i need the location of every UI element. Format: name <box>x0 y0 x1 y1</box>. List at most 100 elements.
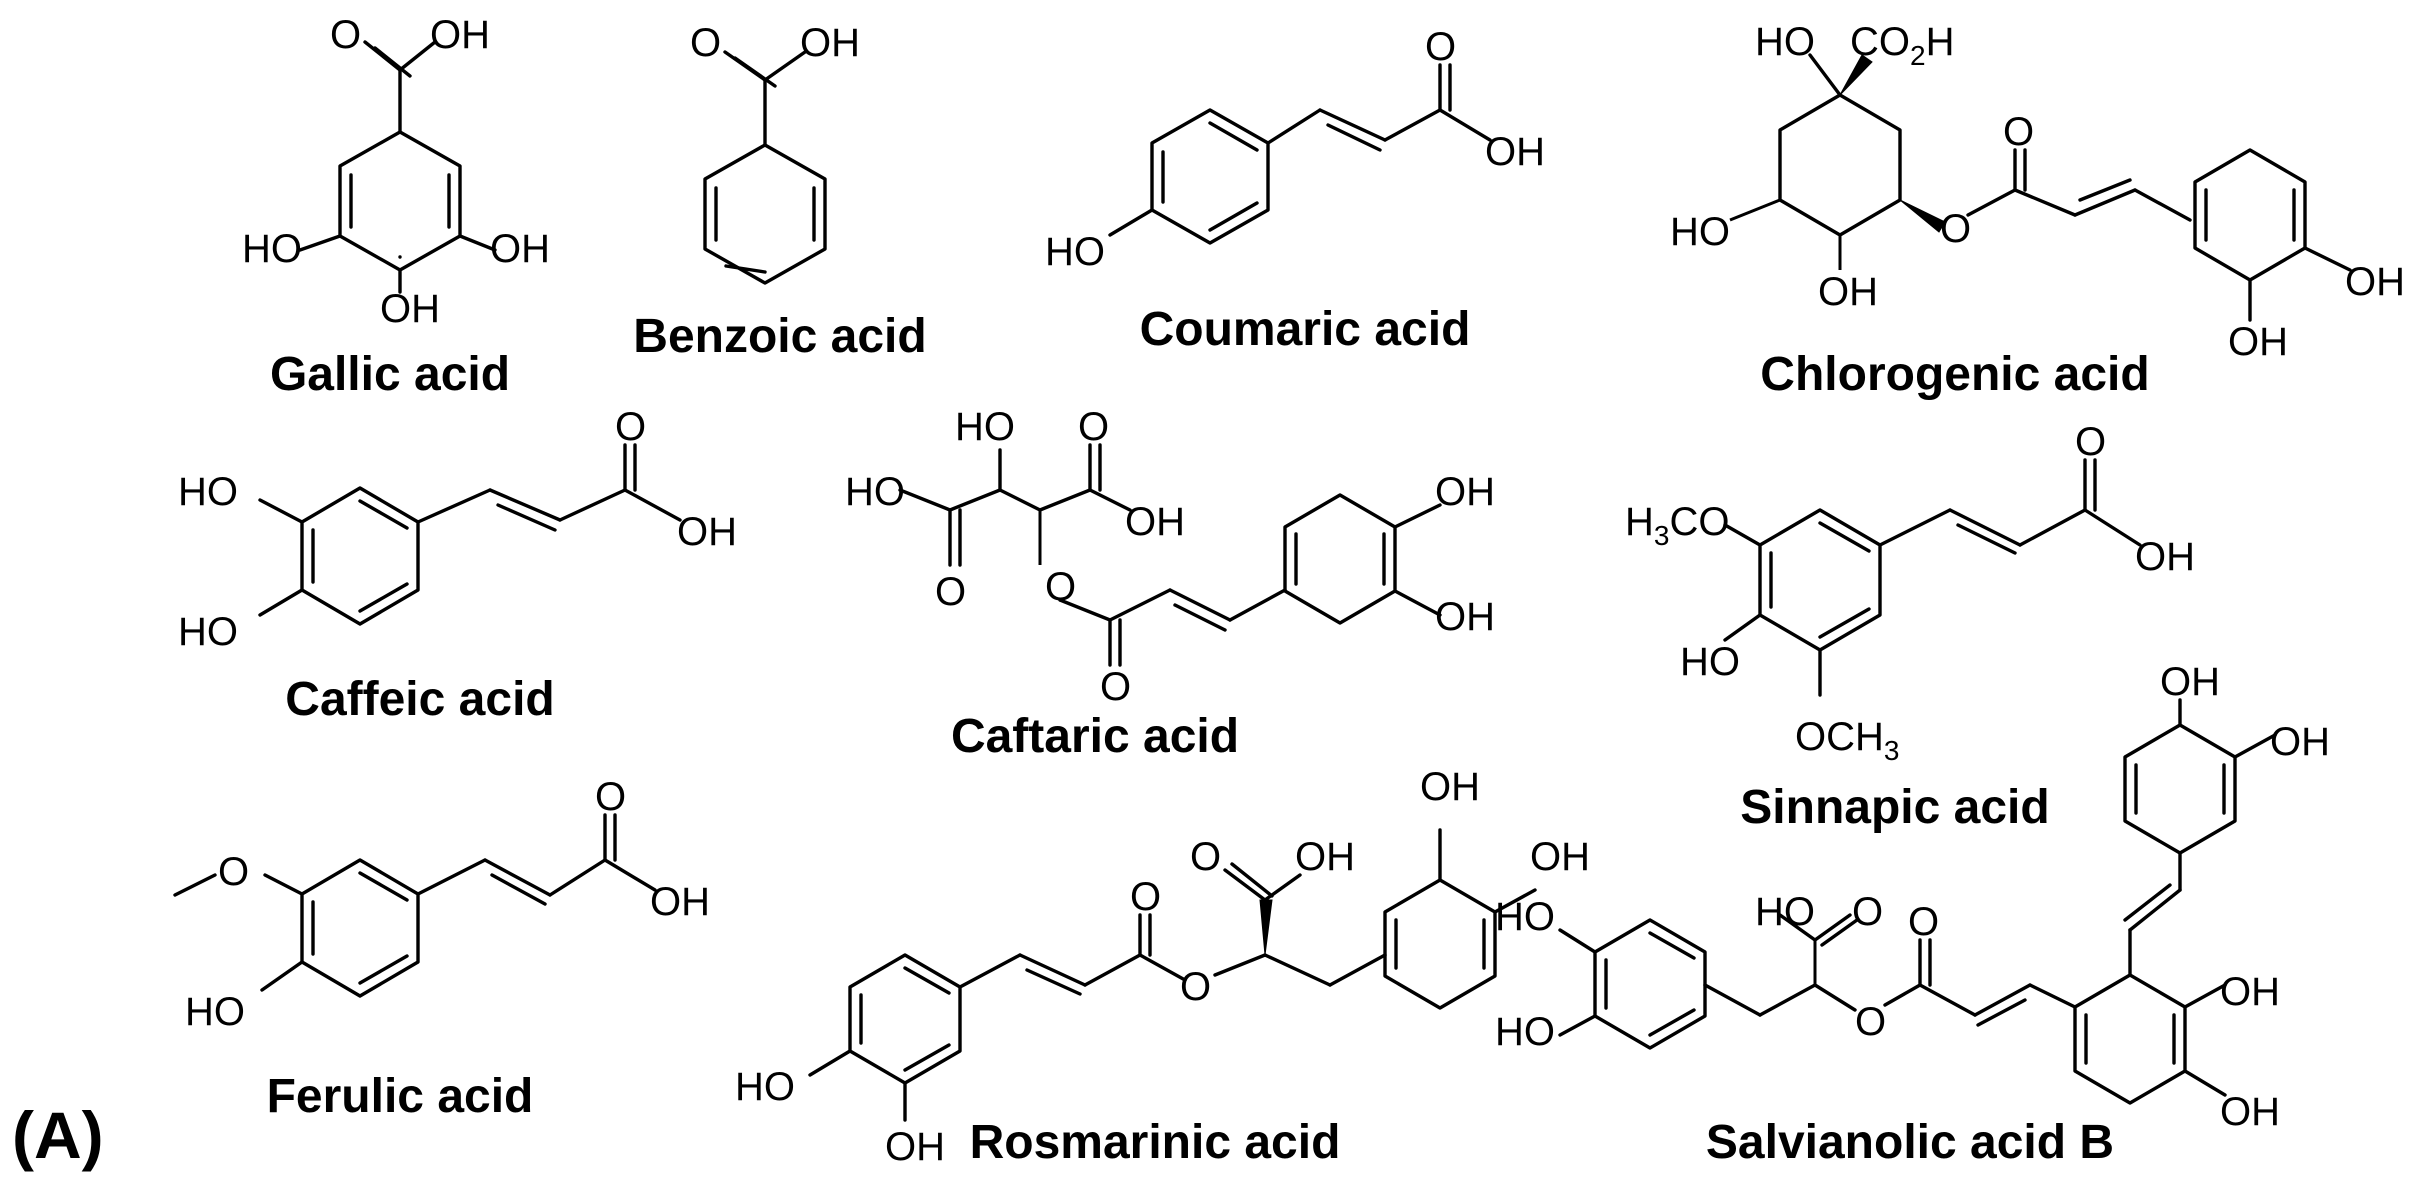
atom-label: H3CO <box>1625 500 1729 551</box>
bond-line <box>260 960 304 992</box>
bond-line <box>1038 488 1092 512</box>
atom-label: O <box>2075 420 2106 464</box>
compound-name-caftaric-acid: Caftaric acid <box>951 710 1239 763</box>
bond-line <box>1083 953 1142 987</box>
atom-label: OH <box>1485 130 1545 174</box>
bond-line <box>2183 983 2227 1009</box>
bond-line <box>1558 928 1597 954</box>
bond-line <box>1839 54 1873 96</box>
bond-line <box>258 588 304 617</box>
bond-line <box>1108 208 1154 237</box>
bond-line <box>998 488 1042 512</box>
bond-line <box>1966 188 2017 217</box>
structure-chlorogenic-acid: HO CO2H HO OH O O OH OH <box>1670 20 2405 364</box>
atom-label: OH <box>650 880 710 924</box>
bond-line <box>173 873 217 897</box>
bond-line <box>1818 607 1871 639</box>
atom-label: OH <box>2345 260 2405 304</box>
bond-line <box>2073 188 2137 217</box>
bond-line <box>1283 493 1397 625</box>
atom-label: HO <box>1495 1010 1555 1054</box>
bond-line <box>1758 983 1817 1017</box>
structure-sinnapic-acid: O OH H3CO HO OCH3 <box>1625 420 2195 766</box>
bond-line <box>1729 198 1781 222</box>
bond-line <box>1230 862 1274 898</box>
compound-name-coumaric-acid: Coumaric acid <box>1140 303 1471 356</box>
atom-label: OH <box>2160 660 2220 704</box>
atom-label: HO <box>242 227 302 271</box>
atom-label: HO <box>1495 895 1555 939</box>
bond-line <box>1208 121 1259 152</box>
atom-label: O <box>1100 665 1131 709</box>
bond-line <box>2123 723 2237 855</box>
bond-line <box>1948 508 2022 547</box>
structure-caffeic-acid: O OH HO HO <box>178 405 737 654</box>
atom-label: OH <box>1295 835 1355 879</box>
atom-label: HO <box>1045 230 1105 274</box>
atom-label: O <box>1130 875 1161 919</box>
bond-line <box>1383 108 1442 142</box>
atom-label: OH <box>1818 270 1878 314</box>
bond-line <box>1813 983 1857 1012</box>
atom-label: OH <box>885 1125 945 1169</box>
bond-line <box>2083 508 2142 547</box>
atom-label: O <box>1180 965 1211 1009</box>
bond-line <box>496 503 557 532</box>
atom-label: O <box>2003 110 2034 154</box>
bond-line <box>1393 503 1442 529</box>
bond-line <box>1883 983 1922 1007</box>
atom-label: HO <box>955 405 1015 449</box>
atom-label: HO <box>1670 210 1730 254</box>
bond-line <box>1326 123 1382 152</box>
bond-line <box>733 56 777 88</box>
bond-line <box>2233 733 2277 759</box>
atom-label: O <box>1855 1000 1886 1044</box>
bond-line <box>1213 953 1267 977</box>
atom-label: OH <box>380 287 440 331</box>
bond-line <box>338 130 462 272</box>
bond-line <box>2018 508 2087 547</box>
atom-label: O <box>1190 835 1221 879</box>
bond-line <box>1813 913 1852 942</box>
bond-line <box>2128 888 2182 932</box>
atom-label: HO <box>735 1065 795 1109</box>
atom-label: CO2H <box>1850 20 1954 71</box>
bond-line <box>488 488 562 522</box>
bond-line <box>358 582 409 613</box>
bond-line <box>1558 1014 1597 1037</box>
bond-line <box>490 873 547 906</box>
bond-line <box>358 499 409 530</box>
compound-name-caffeic-acid: Caffeic acid <box>285 673 554 726</box>
bond-line <box>763 50 807 82</box>
bond-line <box>1878 508 1952 547</box>
compound-name-benzoic-acid: Benzoic acid <box>633 310 926 363</box>
bond-line <box>1328 953 1387 987</box>
structure-coumaric-acid: O OH HO <box>1045 25 1545 274</box>
bond-line <box>416 488 492 524</box>
bond-line <box>548 858 607 897</box>
bond-line <box>1318 108 1387 142</box>
bond-line <box>358 954 409 985</box>
bond-line <box>2303 246 2352 272</box>
atom-label: O <box>1940 207 1971 251</box>
bond-line <box>2193 148 2307 282</box>
compound-name-chlorogenic-acid: Chlorogenic acid <box>1760 348 2149 401</box>
bond-line <box>1808 53 1842 97</box>
bond-line <box>1918 983 1977 1017</box>
bond-line <box>1723 613 1762 642</box>
bond-line <box>300 858 420 998</box>
atom-label: O <box>218 850 249 894</box>
bond-line <box>1593 918 1707 1050</box>
bond-line <box>603 858 657 892</box>
atom-label: OH <box>800 21 860 65</box>
bond-line <box>458 234 497 252</box>
bond-line <box>903 1043 951 1072</box>
bond-line <box>2078 178 2132 202</box>
atom-label: O <box>1078 405 1109 449</box>
bond-line <box>958 953 1022 989</box>
bond-line <box>398 40 437 72</box>
structure-benzoic-acid: O OH <box>690 21 860 285</box>
bond-line <box>2183 1069 2227 1097</box>
atom-label: O <box>1425 25 1456 69</box>
bond-line <box>1758 508 1882 652</box>
